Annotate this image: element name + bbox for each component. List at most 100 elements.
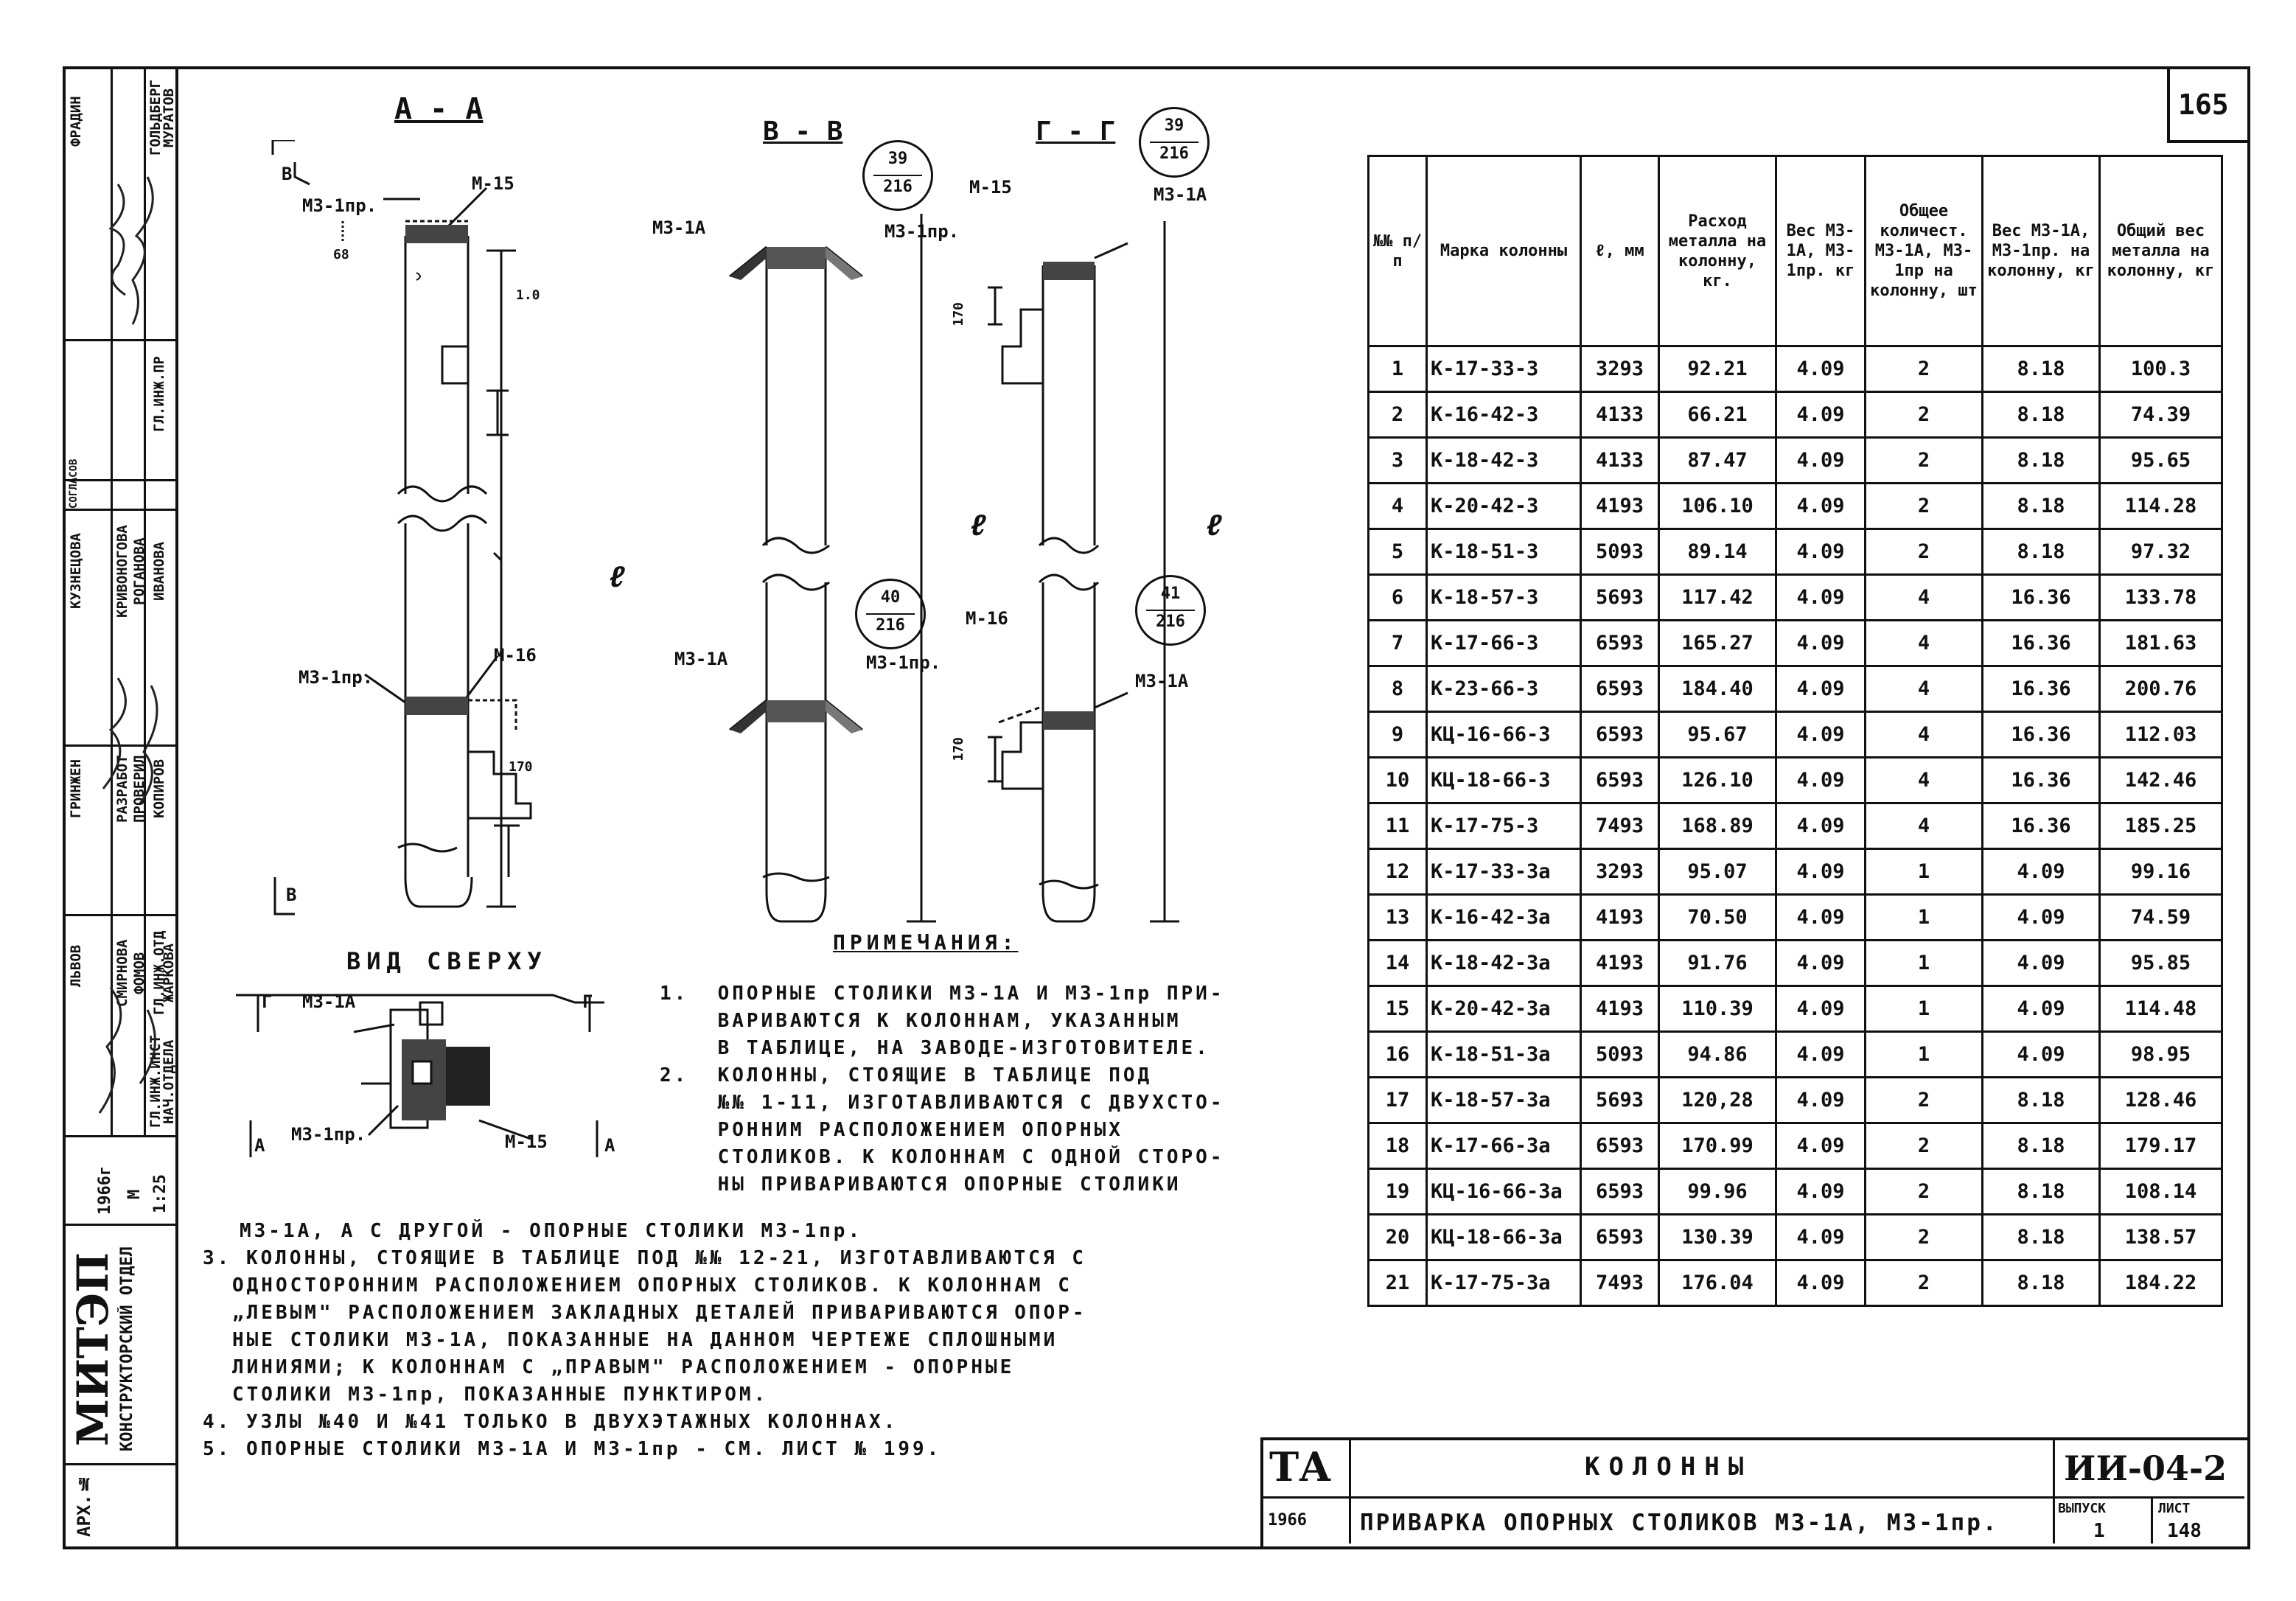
table-cell: 6593 [1580, 665, 1660, 713]
table-cell: 4.09 [1981, 848, 2101, 896]
stamp-line [63, 479, 177, 481]
drawing-frame [63, 66, 2250, 1549]
table-cell: К-20-42-3 [1426, 482, 1582, 530]
table-cell: 3293 [1580, 848, 1660, 896]
section-bb-title: В - В [763, 116, 843, 147]
table-cell: К-17-75-3 [1426, 802, 1582, 850]
table-cell: 4.09 [1775, 1076, 1866, 1124]
title-block-line [1260, 1496, 2244, 1499]
stamp-line [63, 509, 177, 511]
table-cell: К-18-57-3а [1426, 1076, 1582, 1124]
table-cell: 176.04 [1658, 1259, 1777, 1307]
table-cell: 1 [1864, 985, 1983, 1033]
table-cell: К-17-66-3 [1426, 619, 1582, 667]
table-cell: 74.39 [2098, 391, 2223, 439]
note-line: 4. УЗЛЫ №40 И №41 ТОЛЬКО В ДВУХЭТАЖНЫХ К… [203, 1411, 898, 1433]
table-cell: 74.59 [2098, 893, 2223, 941]
table-cell: 4133 [1580, 391, 1660, 439]
col-header: Вес М3-1А, М3-1пр. кг [1775, 155, 1866, 347]
table-cell: 4.09 [1775, 482, 1866, 530]
table-cell: 114.48 [2098, 985, 2223, 1033]
table-cell: 4193 [1580, 939, 1660, 987]
table-cell: 5693 [1580, 1076, 1660, 1124]
table-cell: 19 [1367, 1168, 1428, 1215]
table-cell: 2 [1864, 1076, 1983, 1124]
table-cell: 8.18 [1981, 528, 2101, 576]
table-cell: 2 [1864, 528, 1983, 576]
table-cell: 4.09 [1775, 939, 1866, 987]
table-cell: 95.65 [2098, 436, 2223, 484]
table-cell: 4.09 [1775, 756, 1866, 804]
table-cell: 16.36 [1981, 665, 2101, 713]
stamp-line [63, 339, 177, 341]
label-m3-1pr-bottom: М3-1пр. [299, 667, 374, 688]
table-cell: КЦ-16-66-3а [1426, 1168, 1582, 1215]
table-cell: 4.09 [1775, 1122, 1866, 1170]
label-m16-gg: М-16 [966, 608, 1008, 629]
length-label: ℓ [608, 560, 627, 594]
table-cell: 120,28 [1658, 1076, 1777, 1124]
table-cell: 6593 [1580, 1168, 1660, 1215]
table-cell: 9 [1367, 711, 1428, 758]
table-cell: 1 [1864, 848, 1983, 896]
table-cell: 170.99 [1658, 1122, 1777, 1170]
table-cell: 4133 [1580, 436, 1660, 484]
table-cell: К-23-66-3 [1426, 665, 1582, 713]
table-cell: 99.96 [1658, 1168, 1777, 1215]
table-cell: 108.14 [2098, 1168, 2223, 1215]
table-cell: 8.18 [1981, 1213, 2101, 1261]
table-cell: 5 [1367, 528, 1428, 576]
table-cell: 4.09 [1775, 345, 1866, 393]
sheet-number: 165 [2178, 88, 2229, 121]
note-line: „ЛЕВЫМ" РАСПОЛОЖЕНИЕМ ЗАКЛАДНЫХ ДЕТАЛЕЙ … [232, 1302, 1087, 1324]
table-cell: 185.25 [2098, 802, 2223, 850]
table-cell: К-20-42-3а [1426, 985, 1582, 1033]
table-cell: 18 [1367, 1122, 1428, 1170]
table-cell: 4.09 [1775, 573, 1866, 621]
table-cell: 92.21 [1658, 345, 1777, 393]
cut-mark-a-left: А [254, 1135, 265, 1156]
section-bb-drawing [729, 214, 936, 923]
stamp-line [63, 1135, 177, 1137]
side-stamp-arch: АРХ.№ [74, 1473, 94, 1537]
label-m3-1a-gg-bottom: М3-1А [1135, 671, 1189, 691]
table-cell: К-17-75-3а [1426, 1259, 1582, 1307]
note-line: СТОЛИКИ М3-1пр, ПОКАЗАННЫЕ ПУНКТИРОМ. [232, 1384, 769, 1406]
table-cell: 4.09 [1775, 802, 1866, 850]
table-cell: 8.18 [1981, 1168, 2101, 1215]
table-cell: 7493 [1580, 802, 1660, 850]
stamp-vline [111, 66, 113, 1135]
side-stamp-scale: 1:25 [151, 1174, 170, 1214]
notes-title: ПРИМЕЧАНИЯ: [833, 930, 1019, 955]
col-header: Марка колонны [1426, 155, 1582, 347]
side-stamp-scale-label: М [125, 1189, 144, 1199]
table-cell: 110.39 [1658, 985, 1777, 1033]
table-cell: 1 [1864, 893, 1983, 941]
note-line: ЛИНИЯМИ; К КОЛОННАМ С „ПРАВЫМ" РАСПОЛОЖЕ… [232, 1356, 1015, 1378]
table-cell: 97.32 [2098, 528, 2223, 576]
table-cell: 6593 [1580, 711, 1660, 758]
notes-block-1: 1. ОПОРНЫЕ СТОЛИКИ М3-1А И М3-1пр ПРИ- В… [660, 980, 1224, 1199]
table-cell: 4193 [1580, 985, 1660, 1033]
notes-block-2: М3-1А, А С ДРУГОЙ - ОПОРНЫЕ СТОЛИКИ М3-1… [203, 1218, 1087, 1463]
side-stamp-org: МИТЭП [68, 1252, 118, 1446]
table-cell: 70.50 [1658, 893, 1777, 941]
length-label: ℓ [1205, 509, 1224, 543]
table-cell: 4193 [1580, 482, 1660, 530]
stamp-issue-label: ВЫПУСК [2058, 1501, 2107, 1516]
table-cell: 126.10 [1658, 756, 1777, 804]
label-m15-top-view: М-15 [505, 1131, 548, 1152]
stamp-title: КОЛОННЫ [1585, 1452, 1753, 1482]
table-cell: 8.18 [1981, 1259, 2101, 1307]
